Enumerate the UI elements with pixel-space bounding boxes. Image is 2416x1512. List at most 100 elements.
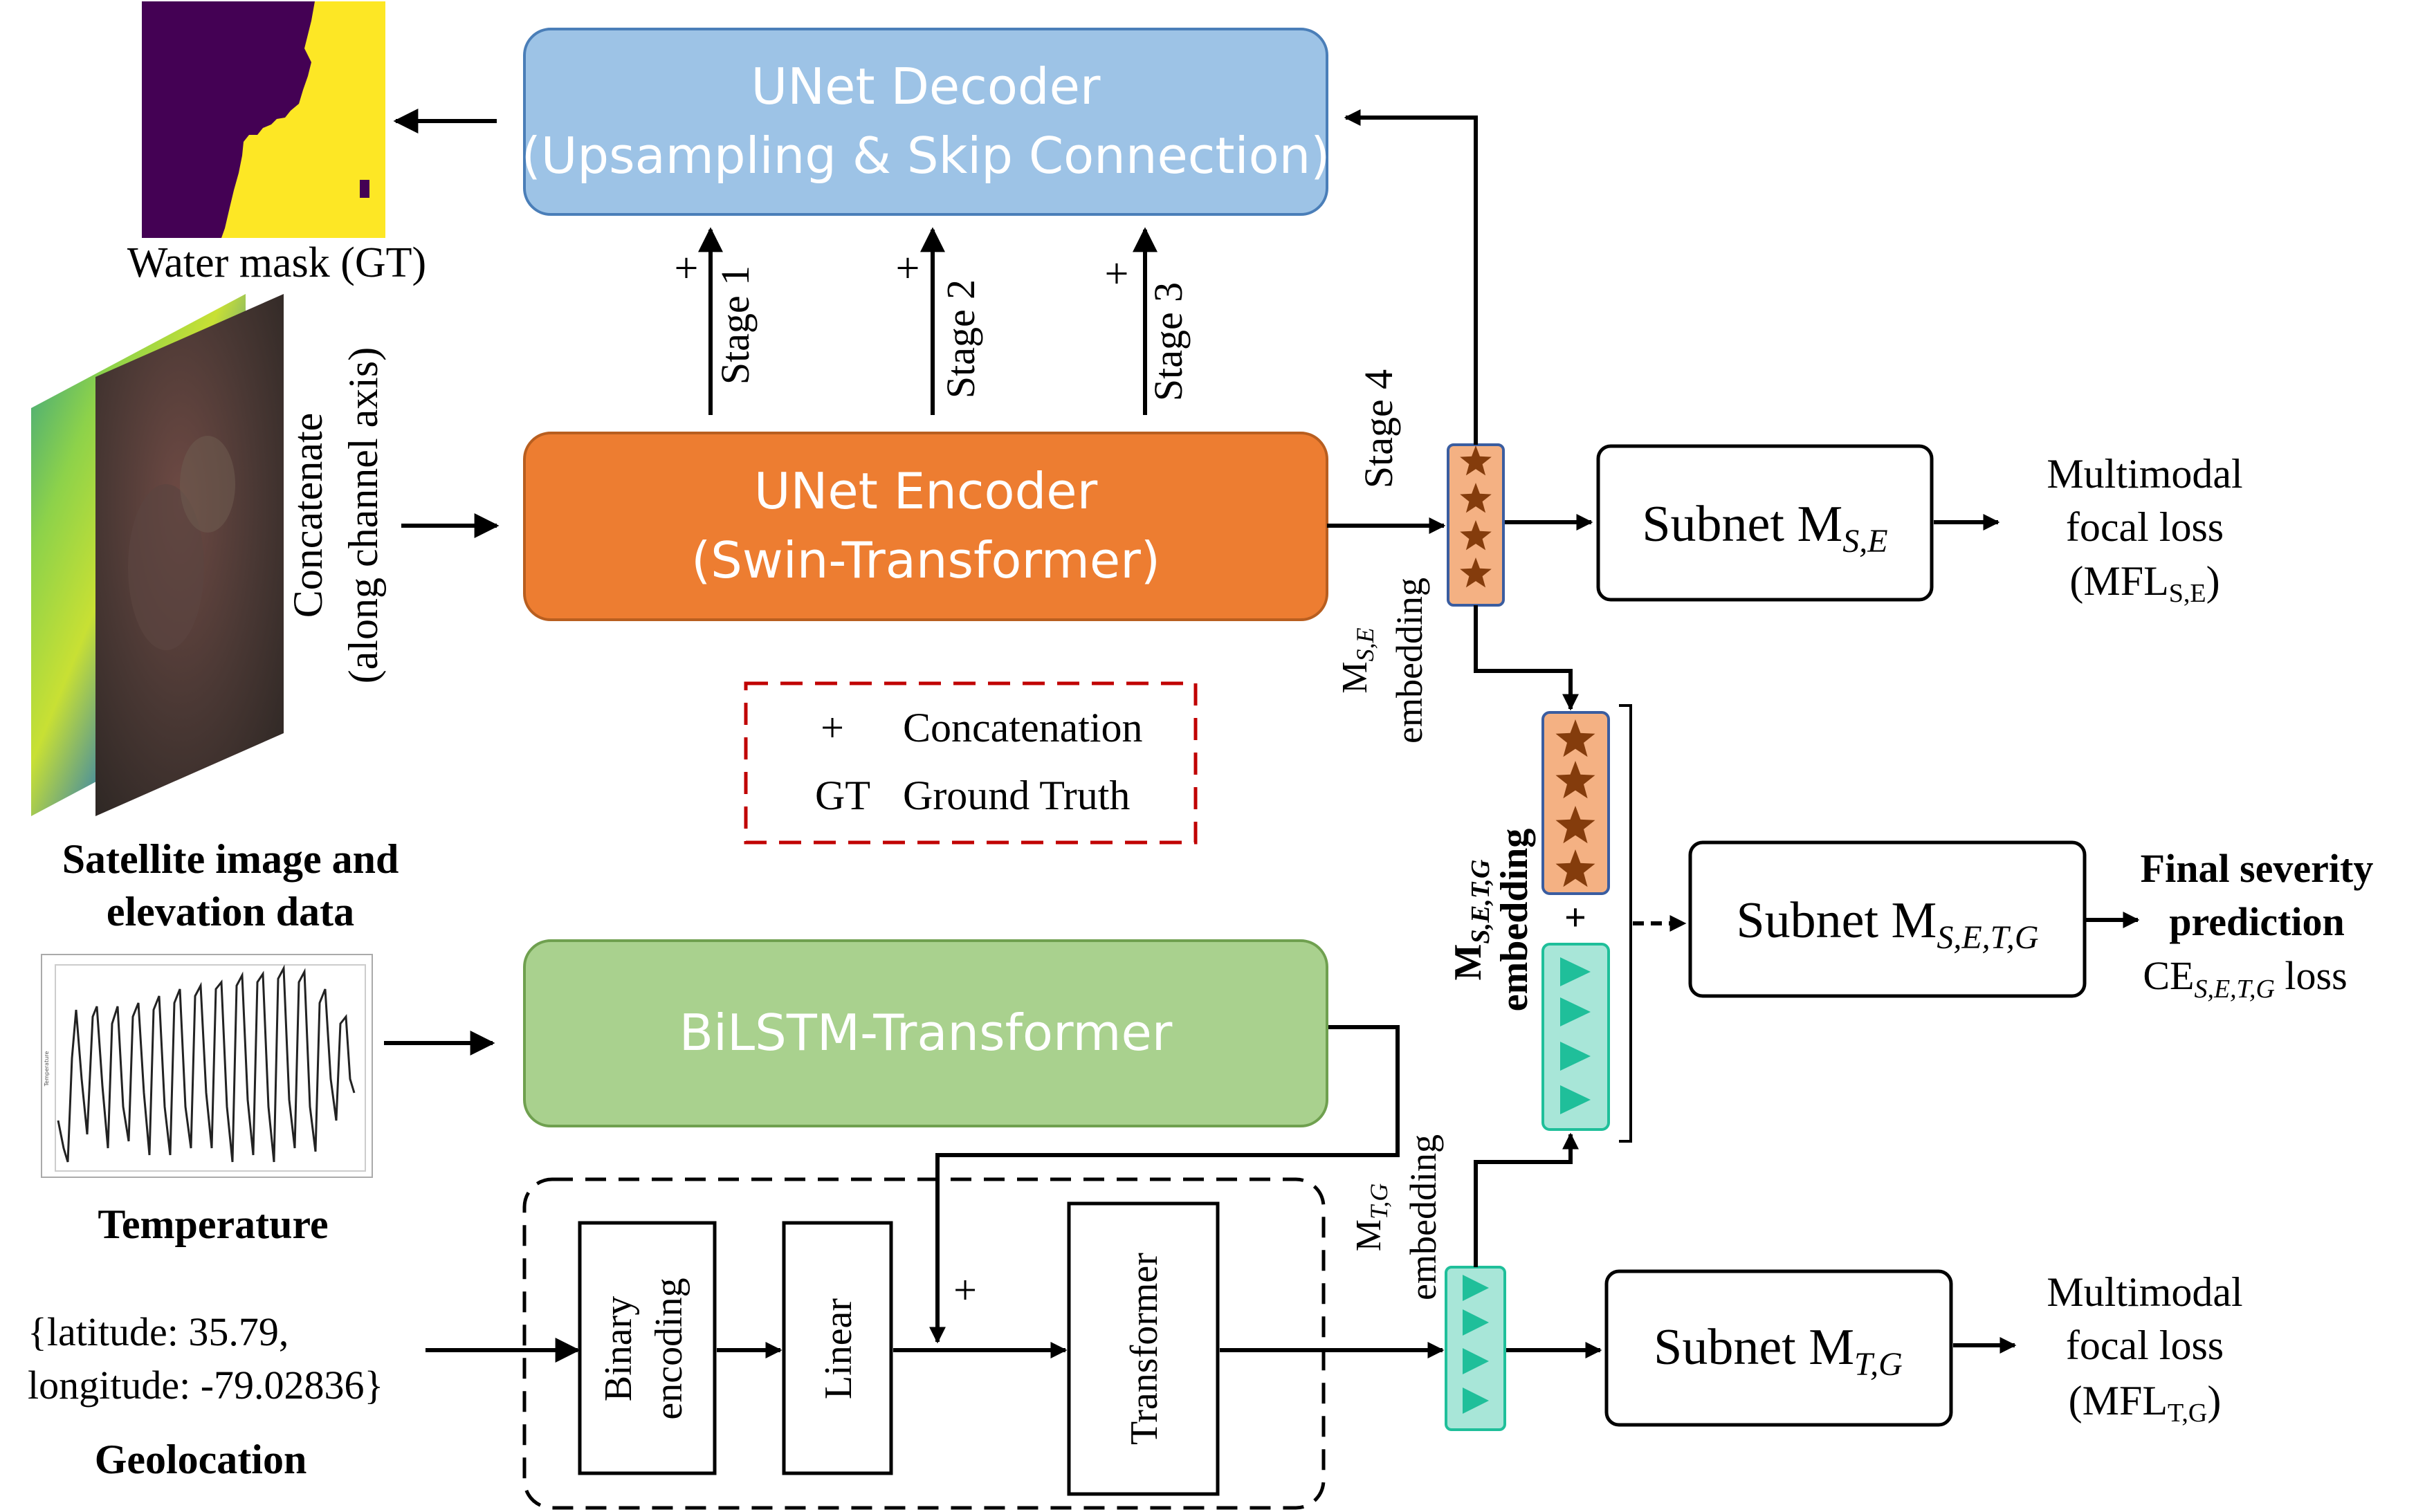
final-ce-end: loss (2275, 953, 2348, 998)
encoder-subtitle: (Swin-Transformer) (691, 531, 1160, 589)
legend: + Concatenation GT Ground Truth (744, 681, 1198, 845)
encoder-box (523, 432, 1328, 621)
channel-axis-label: (along channel axis) (340, 347, 386, 683)
output-tg: Multimodal focal loss (MFLT,G) (2047, 1269, 2242, 1428)
se-star-icon-4 (1460, 557, 1492, 588)
output-se-line3-main: (MFL (2069, 558, 2168, 604)
setg-star-icon-3 (1555, 806, 1595, 844)
setg-stars (1555, 719, 1595, 887)
unet-decoder-block: UNet Decoder (Upsampling & Skip Connecti… (522, 28, 1330, 216)
stage2-plus: + (896, 245, 920, 292)
subnet-se-box (1596, 444, 1934, 602)
water-mask-image: Water mask (GT) (127, 1, 426, 286)
se-embedding-main: M (1335, 661, 1375, 693)
bilstm-to-geo-arrow (929, 1025, 1400, 1344)
stage2-label: Stage 2 (938, 279, 983, 398)
setg-triangle-icon-4 (1560, 1085, 1591, 1114)
satellite-texture (128, 484, 204, 650)
legend-gt-symbol: GT (815, 773, 870, 818)
water-mask-island (360, 180, 369, 198)
setg-star-icon-2 (1555, 761, 1595, 799)
final-line2: prediction (2169, 899, 2345, 944)
se-star-icon-3 (1460, 520, 1492, 551)
output-tg-line3: (MFLT,G) (2069, 1378, 2222, 1428)
temperature-series (57, 964, 356, 1163)
encoder-title: UNet Encoder (754, 462, 1098, 520)
se-embedding-connectors (1344, 109, 1593, 711)
subnet-se-main: Subnet M (1642, 496, 1842, 553)
subnet-setg-box (1688, 840, 2087, 998)
legend-plus-text: Concatenation (903, 705, 1143, 750)
stage3-label: Stage 3 (1146, 282, 1191, 401)
output-se-line3-sub: S,E (2169, 579, 2206, 608)
temperature-axis-label: Temperature (44, 1051, 50, 1087)
output-tg-line3-main: (MFL (2069, 1378, 2168, 1423)
temperature-plot: Temperature (41, 954, 373, 1178)
bilstm-box (523, 939, 1328, 1127)
setg-plus: + (1564, 896, 1586, 939)
satellite-stack-image (31, 294, 284, 816)
linear-label: Linear (817, 1298, 860, 1399)
subnet-tg-label: Subnet MT,G (1654, 1319, 1903, 1383)
se-to-setg-arrow (1474, 605, 1579, 711)
setg-triangle-icon-1 (1560, 957, 1591, 986)
transformer-label: Transformer (1123, 1253, 1166, 1445)
satellite-texture-2 (180, 436, 235, 533)
output-se-line2: focal loss (2066, 504, 2224, 550)
output-se: Multimodal focal loss (MFLS,E) (2047, 451, 2242, 608)
stage3-plus: + (1105, 250, 1129, 297)
geolocation-line-2: longitude: -79.02836} (28, 1363, 383, 1408)
tg-triangle-icon-1 (1463, 1275, 1489, 1301)
stage4-label: Stage 4 (1356, 369, 1401, 488)
unet-encoder-block: UNet Encoder (Swin-Transformer) (523, 432, 1328, 621)
tg-embedding-main: M (1349, 1219, 1389, 1251)
setg-tri-box (1541, 943, 1610, 1131)
subnet-setg-label: Subnet MS,E,T,G (1737, 892, 2039, 956)
setg-embedding: + (1541, 711, 1610, 1131)
tg-embedding-word: embedding (1402, 1134, 1444, 1300)
tg-to-setg-arrow (1474, 1132, 1579, 1267)
output-final: Final severity prediction CES,E,T,G loss (2141, 846, 2374, 1004)
geo-pipeline-arrows (717, 1025, 1445, 1358)
water-mask-water (221, 1, 385, 238)
se-embedding-word: embedding (1389, 578, 1430, 744)
setg-triangles (1560, 957, 1591, 1114)
stage-labels: + + + Stage 1 Stage 2 Stage 3 Stage 4 (675, 245, 1401, 488)
output-se-line3: (MFLS,E) (2069, 558, 2220, 608)
subnet-setg-main: Subnet M (1737, 892, 1937, 949)
geolocation-line-1: {latitude: 35.79, (28, 1309, 289, 1354)
legend-border (744, 681, 1198, 845)
tg-triangle-icon-3 (1463, 1348, 1489, 1374)
legend-gt-text: Ground Truth (903, 773, 1130, 818)
water-mask-label: Water mask (GT) (127, 239, 426, 286)
stage1-plus: + (675, 245, 699, 292)
setg-star-box (1541, 711, 1610, 895)
se-embedding-stars (1460, 445, 1492, 588)
setg-embedding-word: embedding (1493, 829, 1536, 1012)
subnet-se-label: Subnet MS,E (1642, 496, 1887, 560)
satellite-caption-1: Satellite image and (62, 836, 399, 882)
tg-embedding-sub: T,G (1365, 1183, 1393, 1219)
subnet-tg-box (1604, 1269, 1953, 1427)
setg-triangle-icon-2 (1560, 997, 1591, 1026)
output-tg-line3-end: ) (2207, 1378, 2221, 1423)
temperature-plot-axes (55, 964, 366, 1172)
setg-triangle-icon-3 (1560, 1042, 1591, 1071)
tg-embedding-triangles (1463, 1275, 1489, 1414)
subnet-setg-sub: S,E,T,G (1937, 919, 2038, 956)
final-ce-main: CE (2143, 953, 2194, 998)
subnet-tg-sub: T,G (1854, 1346, 1903, 1383)
se-star-icon-1 (1460, 445, 1492, 476)
setg-embedding-sub: S,E,T,G (1466, 859, 1495, 944)
subnet-tg-main: Subnet M (1654, 1319, 1854, 1376)
subnet-se: Subnet MS,E (1596, 444, 1934, 602)
tg-triangle-icon-4 (1463, 1387, 1489, 1414)
bilstm-title: BiLSTM-Transformer (679, 1004, 1173, 1062)
output-tg-line1: Multimodal (2047, 1269, 2242, 1315)
se-embedding-label: MS,E (1335, 627, 1379, 693)
output-se-line3-end: ) (2206, 558, 2220, 604)
se-to-decoder-arrow (1344, 109, 1478, 445)
setg-embedding-main: M (1447, 944, 1490, 981)
tg-triangle-icon-2 (1463, 1309, 1489, 1336)
